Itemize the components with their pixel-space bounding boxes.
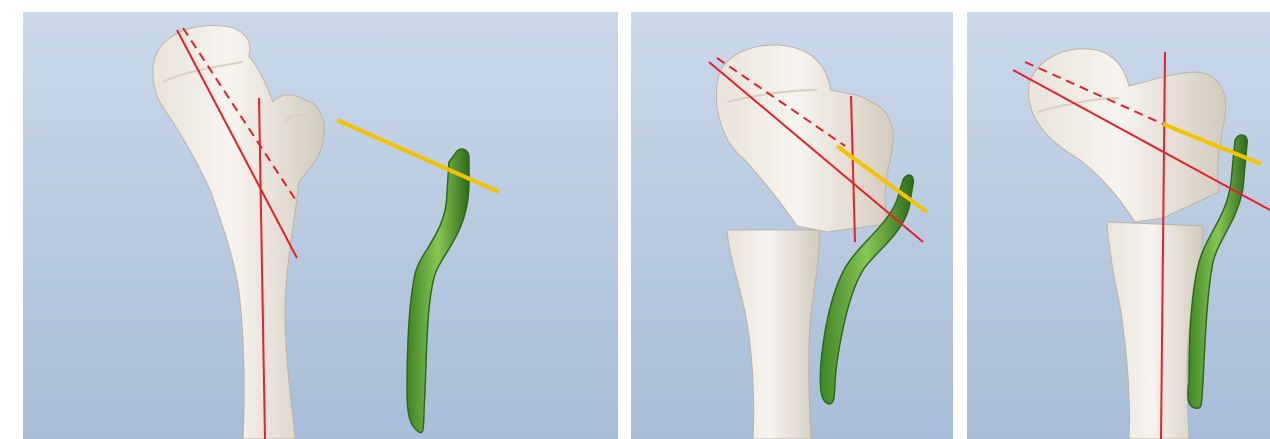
osteotomy-fixed-illustration <box>967 12 1270 439</box>
panel-femur-plate <box>23 12 618 439</box>
osteotomy-insert-illustration <box>631 12 953 439</box>
femur-plate-illustration <box>23 12 618 439</box>
panel-osteotomy-fixed <box>967 12 1270 439</box>
panel-osteotomy-insert <box>631 12 953 439</box>
background <box>23 12 618 439</box>
